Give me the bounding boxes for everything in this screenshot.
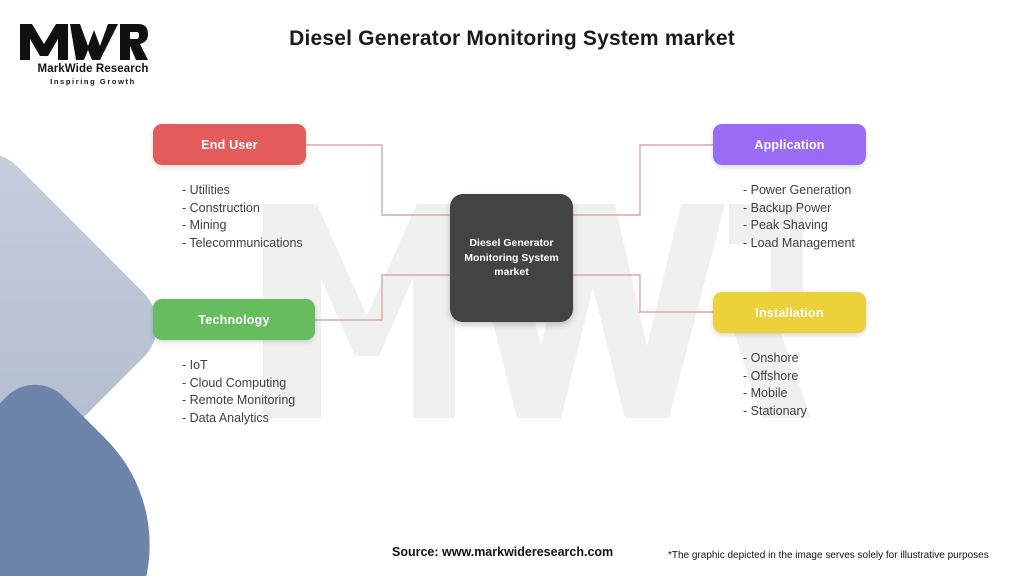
central-hub-node[interactable]: Diesel Generator Monitoring System marke… [450, 194, 573, 322]
connector-technology [315, 274, 452, 321]
list-item: - Utilities [182, 183, 230, 197]
list-item: - Backup Power [743, 200, 832, 215]
list-item: - Data Analytics [182, 410, 269, 425]
list-item: - Load Management [743, 235, 855, 250]
node-installation-items: - Onshore - Offshore - Mobile - Stationa… [713, 350, 866, 420]
node-end-user[interactable]: End User - Utilities - Construction - Mi… [153, 124, 306, 252]
connector-application [571, 144, 713, 216]
connector-installation [571, 274, 713, 313]
list-item: - Stationary [743, 403, 807, 418]
node-end-user-chip[interactable]: End User [153, 124, 306, 165]
node-installation-chip[interactable]: Installation [713, 292, 866, 333]
mwr-logo-mark [20, 24, 148, 60]
node-end-user-items: - Utilities - Construction - Mining - Te… [153, 182, 306, 252]
mwr-watermark [255, 196, 815, 426]
central-hub-label: Diesel Generator Monitoring System marke… [456, 236, 567, 280]
node-technology[interactable]: Technology - IoT - Cloud Computing - Rem… [153, 299, 315, 427]
hub-line-1: Diesel Generator [469, 237, 554, 250]
list-item: - Remote Monitoring [182, 393, 296, 407]
node-technology-items: - IoT - Cloud Computing - Remote Monitor… [153, 357, 315, 427]
list-item: - Onshore [743, 351, 799, 365]
disclaimer-label: *The graphic depicted in the image serve… [668, 550, 989, 561]
list-item: - Mobile [743, 386, 788, 400]
list-item: - Offshore [743, 368, 799, 383]
node-application-items: - Power Generation - Backup Power - Peak… [713, 182, 866, 252]
hub-line-3: market [494, 266, 529, 279]
connector-end-user [306, 144, 452, 216]
node-technology-chip[interactable]: Technology [153, 299, 315, 340]
hub-line-2: Monitoring System [464, 251, 559, 264]
logo-company-name: MarkWide Research [37, 63, 149, 75]
node-application[interactable]: Application - Power Generation - Backup … [713, 124, 866, 252]
list-item: - Mining [182, 218, 227, 232]
list-item: - IoT [182, 358, 208, 372]
logo-tagline: Inspiring Growth [50, 77, 136, 86]
list-item: - Peak Shaving [743, 218, 828, 232]
list-item: - Telecommunications [182, 235, 303, 250]
node-installation[interactable]: Installation - Onshore - Offshore - Mobi… [713, 292, 866, 420]
list-item: - Cloud Computing [182, 375, 287, 390]
node-application-chip[interactable]: Application [713, 124, 866, 165]
page-title: Diesel Generator Monitoring System marke… [289, 27, 735, 50]
brand-logo: MarkWide Research Inspiring Growth [18, 20, 168, 90]
source-label: Source: www.markwideresearch.com [392, 545, 614, 559]
list-item: - Construction [182, 200, 260, 215]
list-item: - Power Generation [743, 183, 852, 197]
